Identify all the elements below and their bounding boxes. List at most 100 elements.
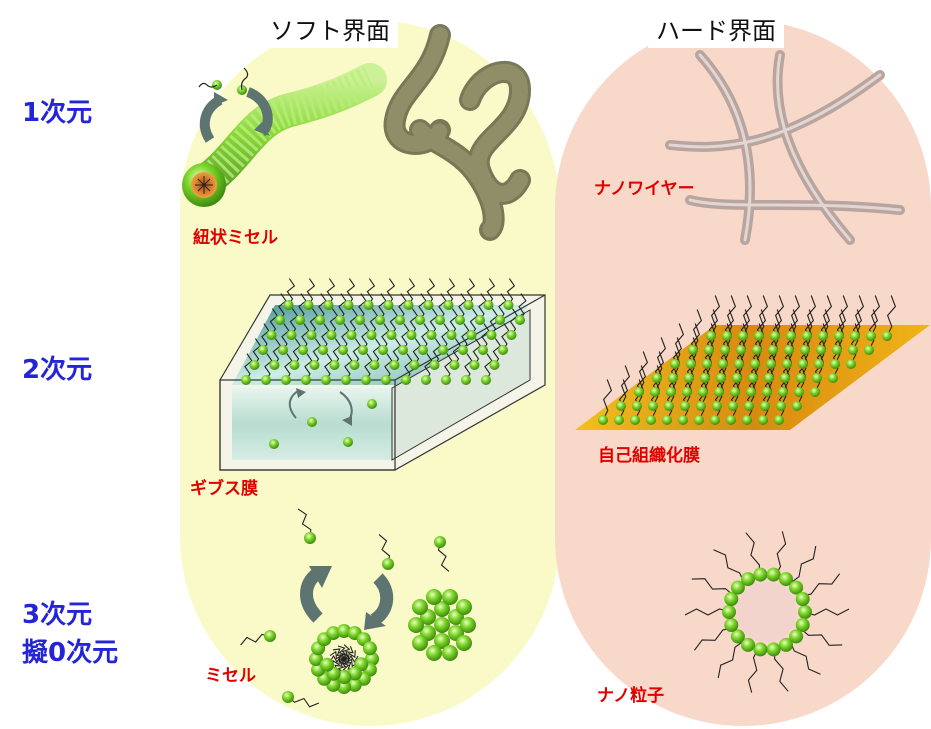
surfactant-head [766,359,776,369]
surfactant-head [515,315,525,325]
surfactant-head [742,415,752,425]
row-label-1d: 1次元 [22,98,93,128]
surfactant-head [700,373,710,383]
surfactant-head [458,345,468,355]
surfactant-head [684,373,694,383]
caption-micelle: ミセル [205,666,256,686]
surfactant-head [295,315,305,325]
surfactant-tail [799,627,843,646]
surfactant-head [346,330,357,340]
surfactant-head [741,572,755,587]
surfactant-tail [690,323,701,365]
surfactant-tail [620,365,631,407]
surfactant-head [728,401,738,411]
surfactant-head [682,387,692,397]
surfactant-head [434,617,450,633]
surfactant-head [795,618,810,632]
surfactant-head [249,360,260,370]
surfactant-head [278,345,288,355]
nanowire-illustration [665,50,905,245]
surfactant-head [866,331,876,341]
surfactant-head [326,626,341,641]
surfactant-head [716,373,726,383]
surfactant-head [670,359,680,369]
surfactant-head [469,360,480,370]
surfactant-tail [692,309,703,351]
surfactant-head [315,315,325,325]
surfactant-head [434,633,450,649]
surfactant-head [794,387,804,397]
surfactant-head [347,677,362,692]
surfactant-head [304,532,316,544]
surfactant-head [318,345,328,355]
surfactant-head [664,401,674,411]
surfactant-head [408,617,424,633]
surfactant-head [429,360,440,370]
row-label-2d: 2次元 [22,355,93,385]
surfactant-tail [789,545,817,585]
surfactant-head [734,359,744,369]
surfactant-head [412,599,428,615]
surfactant-head [752,345,762,355]
surfactant-head [768,345,778,355]
surfactant-head [443,300,454,310]
surfactant-head [323,300,334,310]
caption-nanowire: ナノワイヤー [594,179,695,199]
surfactant-head [441,375,451,385]
surfactant-tail [772,309,783,351]
surfactant-head [753,567,768,582]
surfactant-tail [332,648,345,660]
surfactant-tail [886,295,897,337]
surfactant-head [301,375,311,385]
surfactant-head [754,331,764,341]
surfactant-head [456,635,472,651]
surfactant-head [363,300,374,310]
surfactant-head [398,345,408,355]
surfactant-head [361,375,371,385]
surfactant-head [750,359,760,369]
surfactant-tail [337,645,347,660]
surfactant-head [338,345,348,355]
surfactant-head [648,401,658,411]
surfactant-head [378,345,388,355]
surfactant-head [503,300,514,310]
surfactant-head [882,331,892,341]
surfactant-head [730,387,740,397]
surfactant-head [306,330,317,340]
surfactant-tail [790,295,801,337]
surfactant-tail [638,351,649,393]
surfactant-head [383,300,394,310]
surfactant-head [258,345,268,355]
surfactant-head [275,315,285,325]
surfactant-tail [836,309,847,351]
hard-interface-heading: ハード界面 [648,14,784,48]
surfactant-head [335,315,345,325]
surfactant-tail [618,379,629,421]
surfactant-head [382,558,394,570]
surfactant-head [506,330,517,340]
surfactant-head [714,387,724,397]
surfactant-head [434,536,446,548]
surfactant-head [598,415,608,425]
surfactant-head [732,373,742,383]
surfactant-tail [329,654,345,664]
surfactant-tail [868,309,879,351]
surfactant-head [712,401,722,411]
surfactant-head [774,415,784,425]
surfactant-head [326,330,337,340]
surfactant-head [266,330,277,340]
surfactant-head [369,360,380,370]
surfactant-tail [337,658,347,674]
surfactant-head [337,670,352,684]
surfactant-head [758,415,768,425]
surfactant-head [442,589,458,605]
surfactant-tail [804,309,815,351]
surfactant-head [329,360,340,370]
caption-self-assembled-monolayer: 自己組織化膜 [598,446,700,466]
surfactant-head [426,645,442,661]
surfactant-head [455,315,465,325]
row-label-3d: 3次元 [22,600,93,630]
surfactant-head [415,315,425,325]
surfactant-head [366,330,377,340]
surfactant-tail [674,323,685,365]
